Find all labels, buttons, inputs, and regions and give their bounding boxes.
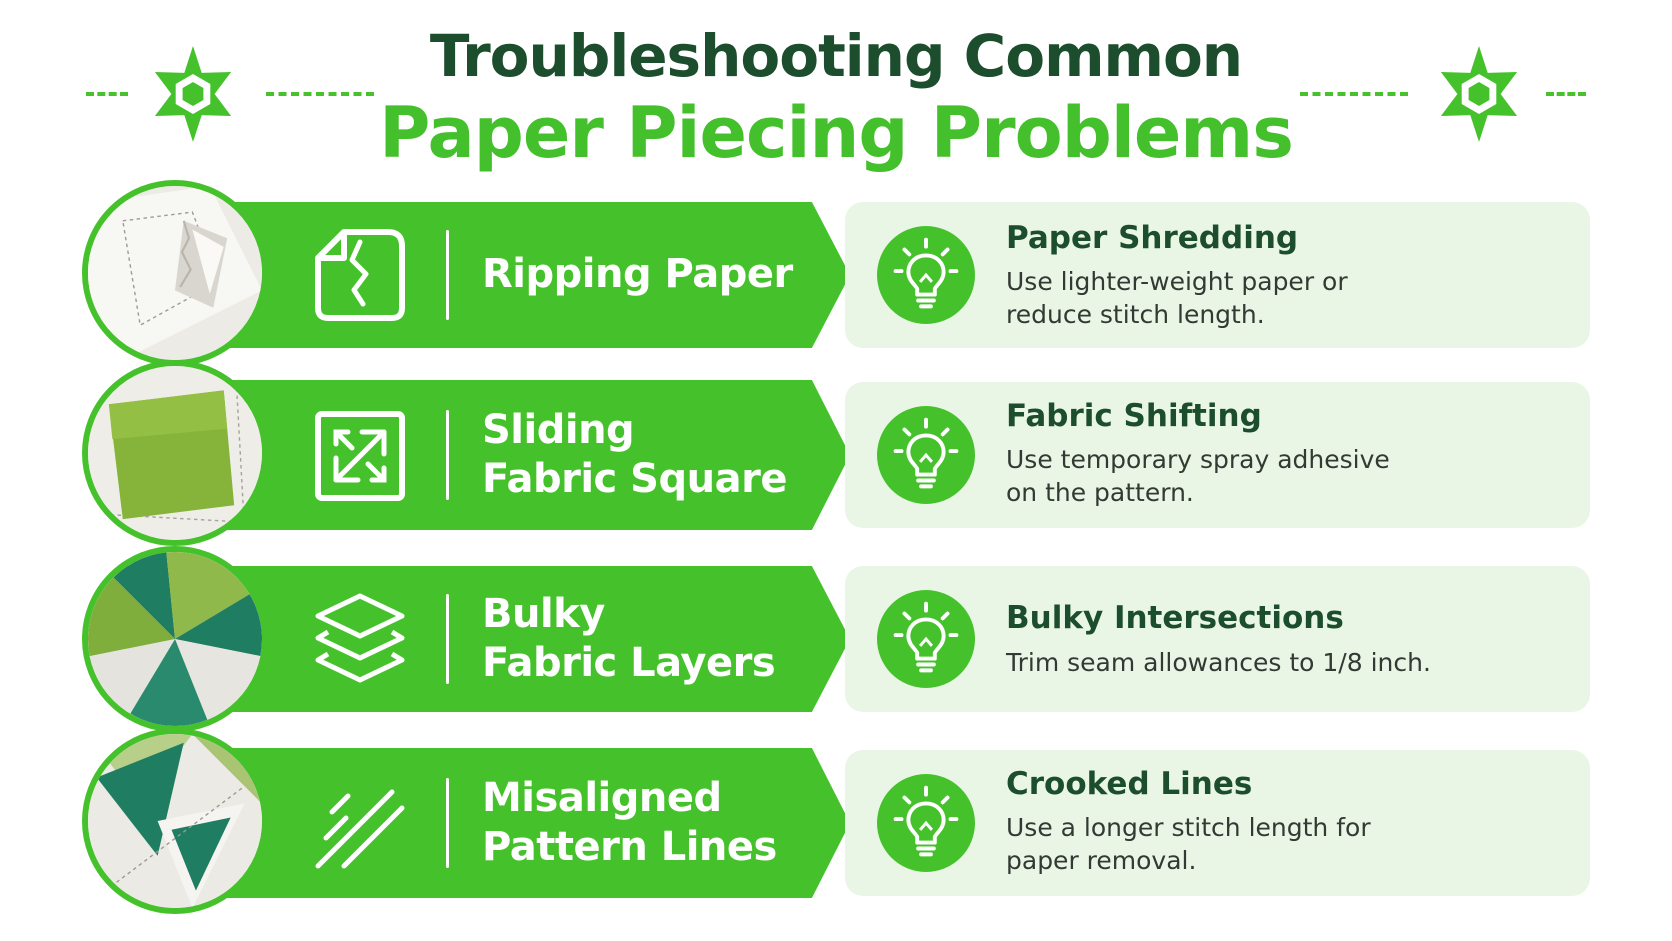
- problem-label-line: Misaligned: [482, 775, 722, 821]
- solution-description: Use temporary spray adhesive on the patt…: [1006, 443, 1390, 509]
- solution-title: Fabric Shifting: [1006, 398, 1262, 434]
- right-inner-dash: [1300, 92, 1408, 96]
- lightbulb-icon: [877, 226, 975, 324]
- problem-row-sliding-fabric: Sliding Fabric Square Fabric Shifting Us…: [0, 360, 1672, 546]
- problem-label-line: Sliding: [482, 407, 635, 453]
- problem-banner: [215, 748, 850, 898]
- banner-divider: [446, 230, 449, 320]
- problem-label: Bulky Fabric Layers: [482, 590, 776, 688]
- problem-label: Sliding Fabric Square: [482, 406, 787, 504]
- fabric-layers-photo: [82, 546, 268, 732]
- page-title-line-2: Paper Piecing Problems: [379, 92, 1294, 174]
- lightbulb-icon: [877, 774, 975, 872]
- solution-description: Use lighter-weight paper or reduce stitc…: [1006, 265, 1348, 331]
- solution-line: Use temporary spray adhesive: [1006, 445, 1390, 474]
- solution-description: Use a longer stitch length for paper rem…: [1006, 811, 1371, 877]
- problem-label-line: Pattern Lines: [482, 824, 777, 870]
- expand-arrows-icon: [315, 411, 405, 501]
- right-outer-dash: [1546, 92, 1586, 96]
- lightbulb-icon: [877, 406, 975, 504]
- solution-title: Paper Shredding: [1006, 220, 1299, 256]
- diagonal-lines-icon: [315, 789, 405, 869]
- left-star-icon: [154, 46, 232, 142]
- banner-divider: [446, 410, 449, 500]
- right-star-icon: [1440, 46, 1518, 142]
- left-outer-dash: [86, 92, 128, 96]
- page-title-line-1: Troubleshooting Common: [429, 22, 1243, 90]
- solution-line: Trim seam allowances to 1/8 inch.: [1006, 648, 1431, 677]
- problem-label: Misaligned Pattern Lines: [482, 774, 777, 872]
- solution-title: Bulky Intersections: [1006, 600, 1344, 636]
- layers-icon: [315, 593, 405, 683]
- solution-title: Crooked Lines: [1006, 766, 1253, 802]
- problem-label: Ripping Paper: [482, 250, 793, 299]
- solution-line: reduce stitch length.: [1006, 300, 1265, 329]
- solution-description: Trim seam allowances to 1/8 inch.: [1006, 646, 1431, 679]
- problem-label-line: Fabric Square: [482, 456, 787, 502]
- solution-line: Use lighter-weight paper or: [1006, 267, 1348, 296]
- solution-line: on the pattern.: [1006, 478, 1194, 507]
- fabric-square-photo: [82, 360, 268, 546]
- problem-label-line: Bulky: [482, 591, 605, 637]
- pattern-lines-photo: [82, 728, 268, 914]
- problem-label-line: Fabric Layers: [482, 640, 776, 686]
- problem-row-misaligned-lines: Misaligned Pattern Lines Crooked Lines U…: [0, 728, 1672, 914]
- banner-divider: [446, 778, 449, 868]
- solution-line: paper removal.: [1006, 846, 1197, 875]
- left-inner-dash: [266, 92, 374, 96]
- problem-row-bulky-layers: Bulky Fabric Layers Bulky Intersections …: [0, 546, 1672, 732]
- ripped-paper-photo: [82, 180, 268, 366]
- lightbulb-icon: [877, 590, 975, 688]
- problem-row-ripping-paper: Ripping Paper Paper Shredding Use lighte…: [0, 180, 1672, 366]
- ripped-paper-icon: [315, 229, 405, 321]
- banner-divider: [446, 594, 449, 684]
- problem-label-line: Ripping Paper: [482, 251, 793, 297]
- solution-line: Use a longer stitch length for: [1006, 813, 1371, 842]
